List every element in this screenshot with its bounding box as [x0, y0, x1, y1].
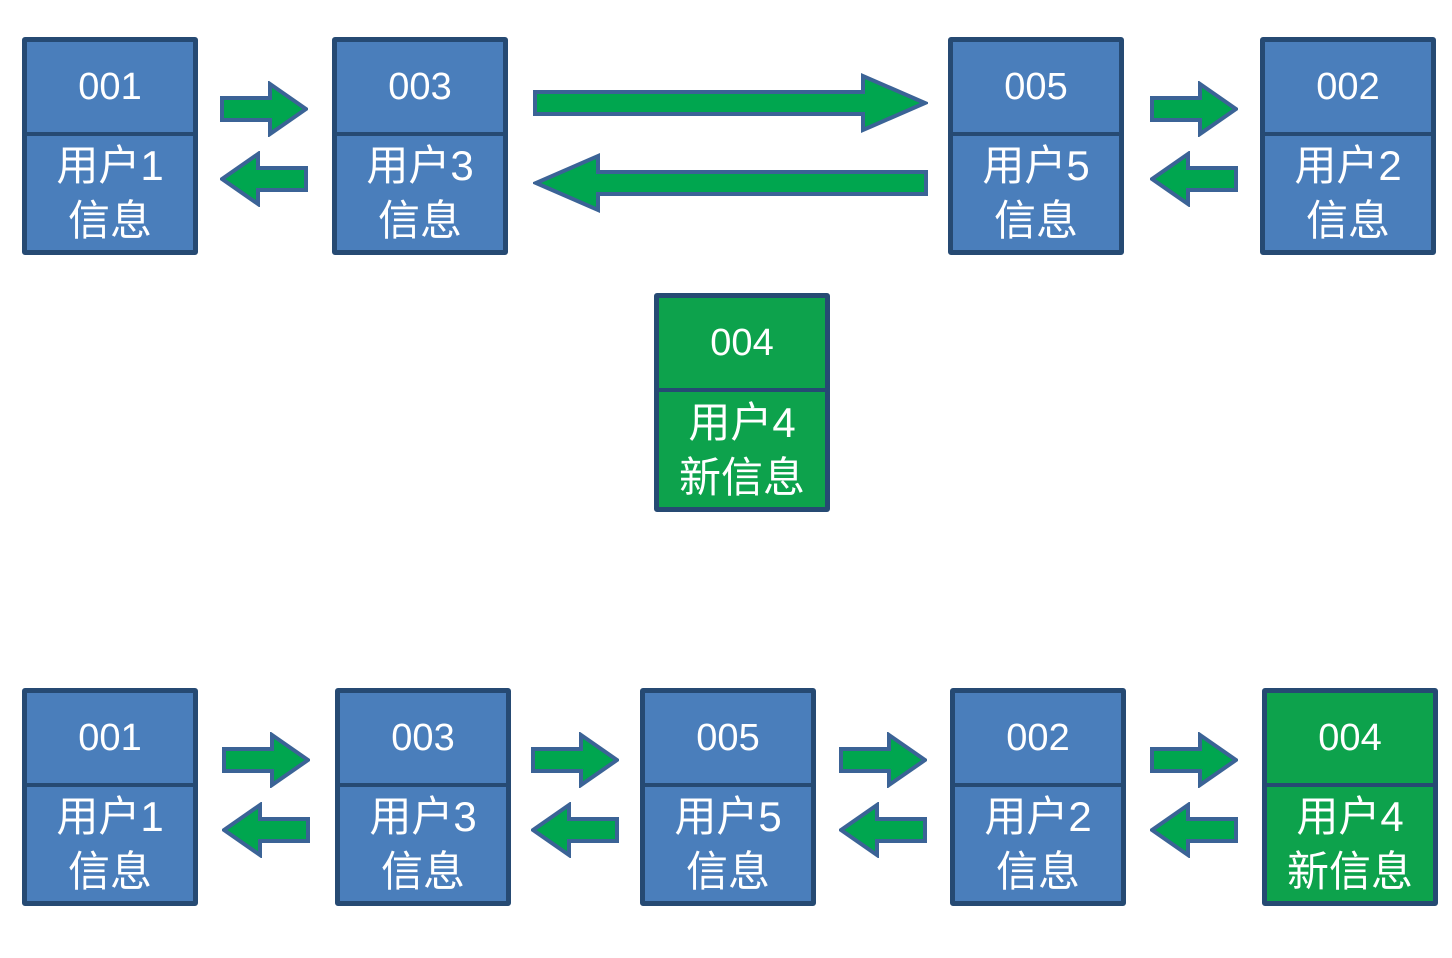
node-id: 004	[710, 321, 774, 364]
node-info: 用户1 信息	[27, 783, 193, 901]
arrow-left-icon	[1150, 151, 1238, 207]
node-info-line2: 新信息	[1286, 848, 1413, 895]
node-info-line1: 用户2	[1294, 142, 1402, 189]
node-id: 002	[1316, 65, 1380, 108]
arrow-right-icon	[531, 732, 619, 788]
node-004-after: 004 用户4 新信息	[1262, 688, 1438, 906]
node-info-line1: 用户5	[982, 142, 1090, 189]
node-id: 001	[78, 65, 142, 108]
node-info-line2: 信息	[67, 848, 152, 895]
node-info: 用户5 信息	[953, 132, 1119, 250]
node-info: 用户2 信息	[1265, 132, 1431, 250]
node-001-before: 001 用户1 信息	[22, 37, 198, 255]
node-info-line2: 新信息	[678, 453, 805, 501]
arrow-left-icon	[220, 151, 308, 207]
node-info-line2: 信息	[993, 197, 1078, 244]
arrow-right-icon	[839, 732, 927, 788]
node-info: 用户1 信息	[27, 132, 193, 250]
arrow-left-icon	[531, 802, 619, 858]
arrow-left-icon	[1150, 802, 1238, 858]
node-info: 用户5 信息	[645, 783, 811, 901]
node-005-after: 005 用户5 信息	[640, 688, 816, 906]
node-info-line2: 信息	[380, 848, 465, 895]
node-003-after: 003 用户3 信息	[335, 688, 511, 906]
arrow-right-icon	[222, 732, 310, 788]
node-info: 用户4 新信息	[659, 388, 825, 507]
node-id: 001	[78, 716, 142, 759]
arrow-left-icon	[222, 802, 310, 858]
node-id: 003	[391, 716, 455, 759]
node-info: 用户2 信息	[955, 783, 1121, 901]
node-info-line1: 用户1	[56, 142, 164, 189]
node-info-line1: 用户1	[56, 793, 164, 840]
node-info-line2: 信息	[67, 197, 152, 244]
node-info: 用户3 信息	[340, 783, 506, 901]
arrow-right-long-icon	[533, 72, 928, 134]
arrow-right-icon	[1150, 81, 1238, 137]
node-info: 用户4 新信息	[1267, 783, 1433, 901]
node-002-before: 002 用户2 信息	[1260, 37, 1436, 255]
arrow-left-long-icon	[533, 152, 928, 214]
node-005-before: 005 用户5 信息	[948, 37, 1124, 255]
node-info-line1: 用户4	[688, 398, 796, 446]
node-002-after: 002 用户2 信息	[950, 688, 1126, 906]
node-003-before: 003 用户3 信息	[332, 37, 508, 255]
node-info-line1: 用户2	[984, 793, 1092, 840]
node-info-line1: 用户5	[674, 793, 782, 840]
arrow-right-icon	[220, 81, 308, 137]
node-id: 003	[388, 65, 452, 108]
arrow-right-icon	[1150, 732, 1238, 788]
node-001-after: 001 用户1 信息	[22, 688, 198, 906]
node-004-new: 004 用户4 新信息	[654, 293, 830, 512]
node-id: 002	[1006, 716, 1070, 759]
node-id: 004	[1318, 716, 1382, 759]
node-info-line1: 用户4	[1296, 793, 1404, 840]
arrow-left-icon	[839, 802, 927, 858]
node-info-line2: 信息	[685, 848, 770, 895]
node-info-line1: 用户3	[369, 793, 477, 840]
node-info-line2: 信息	[377, 197, 462, 244]
node-info: 用户3 信息	[337, 132, 503, 250]
node-id: 005	[1004, 65, 1068, 108]
node-info-line2: 信息	[1305, 197, 1390, 244]
node-info-line1: 用户3	[366, 142, 474, 189]
node-id: 005	[696, 716, 760, 759]
node-info-line2: 信息	[995, 848, 1080, 895]
